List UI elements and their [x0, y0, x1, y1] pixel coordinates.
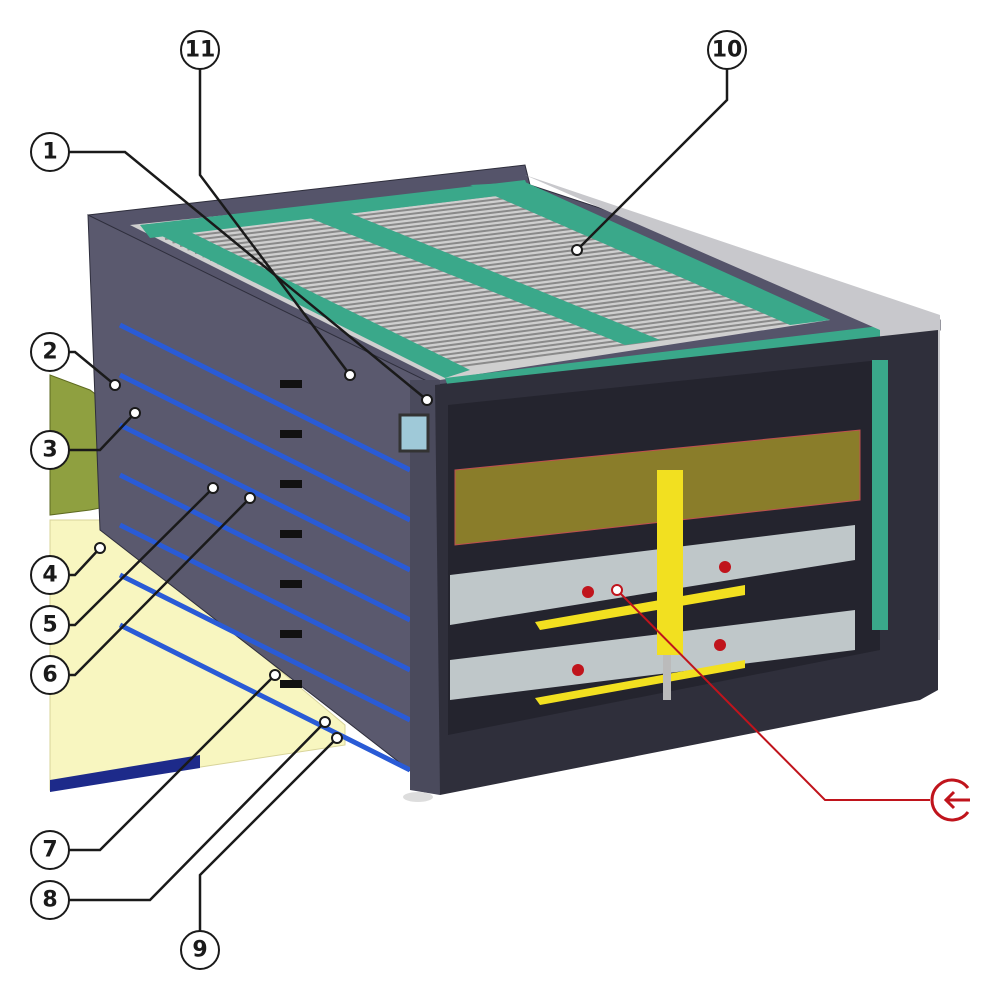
callout-label: 4: [42, 563, 57, 588]
callout-11: 11: [180, 30, 220, 70]
control-panel-screen: [398, 413, 430, 453]
heater-roll-1: [450, 525, 855, 625]
callout-label: 5: [42, 613, 57, 638]
green-rail-right: [470, 182, 830, 325]
leader-5: [68, 487, 214, 627]
leader-3: [68, 412, 136, 452]
leader-11: [198, 68, 351, 376]
glass-sheet-blue-edge: [50, 755, 200, 792]
drawer-handle[interactable]: [280, 380, 302, 388]
red-clamp: [572, 664, 584, 676]
leader-6: [68, 497, 251, 677]
leader-lines: [68, 68, 729, 932]
machine-foot: [403, 792, 433, 802]
blue-strip: [118, 472, 412, 623]
drawer-handle[interactable]: [280, 680, 302, 688]
yellow-post: [657, 470, 683, 655]
callout-3: 3: [30, 430, 70, 470]
blue-strip: [118, 572, 412, 723]
callout-9: 9: [180, 930, 220, 970]
drawer-handle[interactable]: [280, 630, 302, 638]
yellow-bar-2: [535, 660, 745, 705]
leader-10: [576, 68, 729, 251]
callout-label: 10: [712, 38, 743, 63]
callout-7: 7: [30, 830, 70, 870]
callout-label: 3: [42, 438, 57, 463]
callout-2: 2: [30, 332, 70, 372]
yellow-bar-1: [535, 585, 745, 630]
callout-label: 7: [42, 838, 57, 863]
blue-strip: [118, 622, 412, 773]
blue-strip: [118, 322, 412, 473]
red-clamp: [714, 639, 726, 651]
callout-6: 6: [30, 655, 70, 695]
drawer-handle[interactable]: [280, 430, 302, 438]
callout-5: 5: [30, 605, 70, 645]
callout-label: 2: [42, 340, 57, 365]
leader-8: [68, 721, 326, 902]
leader-red: [616, 589, 930, 801]
drawer-handle[interactable]: [280, 580, 302, 588]
leader-9: [198, 737, 338, 932]
callout-label: 11: [185, 38, 216, 63]
callout-4: 4: [30, 555, 70, 595]
leader-1: [68, 150, 428, 401]
blue-strip: [118, 372, 412, 523]
target-dots: [94, 244, 583, 744]
blue-strip: [118, 522, 412, 673]
red-clamp: [719, 561, 731, 573]
left-front-post: [410, 380, 440, 795]
callout-label: 1: [42, 140, 57, 165]
callout-10: 10: [707, 30, 747, 70]
post-rod: [663, 655, 671, 700]
callout-label: 9: [192, 938, 207, 963]
callout-label: 6: [42, 663, 57, 688]
leader-7: [68, 674, 276, 852]
drawer-handle[interactable]: [280, 530, 302, 538]
callout-8: 8: [30, 880, 70, 920]
callout-label: 8: [42, 888, 57, 913]
leader-4: [68, 547, 101, 577]
callout-1: 1: [30, 132, 70, 172]
green-rail-mid: [290, 205, 660, 345]
heater-roll-2: [450, 610, 855, 700]
drawer-shelves: [118, 322, 412, 773]
drawer-handle[interactable]: [280, 480, 302, 488]
arrow-left-circle-icon[interactable]: [930, 778, 970, 822]
red-clamp: [582, 586, 594, 598]
right-green-panel: [872, 360, 888, 630]
right-side-panel: [525, 175, 940, 640]
leader-2: [68, 350, 116, 386]
blue-strip: [118, 422, 412, 573]
